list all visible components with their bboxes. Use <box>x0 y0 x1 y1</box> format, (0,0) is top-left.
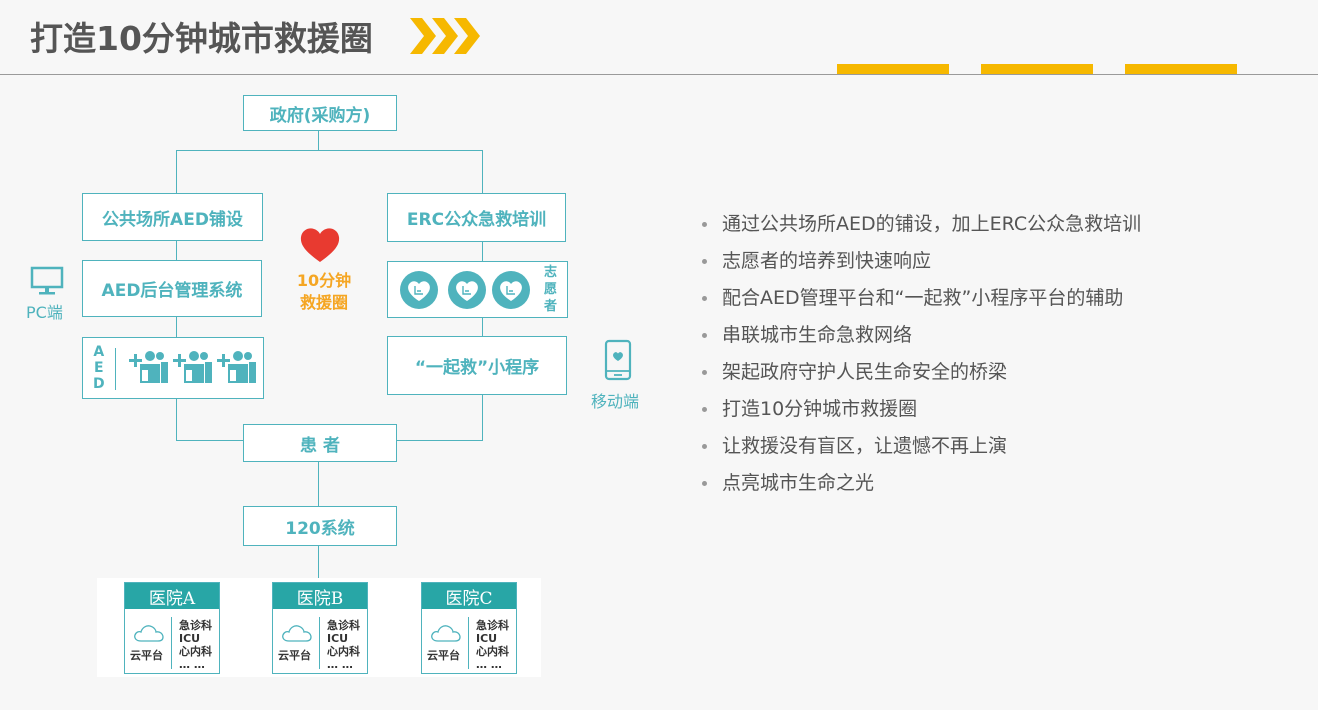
aed-letter: D <box>93 376 105 392</box>
monitor-icon <box>30 266 64 295</box>
connector-line <box>318 130 319 150</box>
aed-backend-box: AED后台管理系统 <box>82 260 262 317</box>
department-list: 急诊科 ICU 心内科 … … <box>327 619 360 671</box>
aed-deploy-box: 公共场所AED铺设 <box>82 193 263 241</box>
aed-letter: A <box>93 344 105 360</box>
accent-bar <box>981 64 1093 74</box>
connector-line <box>176 316 177 338</box>
patient-box: 患 者 <box>243 424 397 462</box>
hospital-card: 医院C 云平台 急诊科 ICU 心内科 … … <box>421 582 517 674</box>
volunteer-char: 愿 <box>544 282 558 297</box>
connector-line <box>482 394 483 441</box>
connector-line <box>482 150 483 194</box>
connector-line <box>176 240 177 261</box>
department-list: 急诊科 ICU 心内科 … … <box>476 619 509 671</box>
department-item: ICU <box>476 632 498 645</box>
government-box: 政府(采购方) <box>243 95 397 131</box>
connector-line <box>176 398 177 441</box>
hospital-card: 医院A 云平台 急诊科 ICU 心内科 … … <box>124 582 220 674</box>
heart-icon <box>300 228 340 262</box>
aed-letter: E <box>94 360 104 376</box>
pc-label: PC端 <box>26 303 63 322</box>
hospital-card: 医院B 云平台 急诊科 ICU 心内科 … … <box>272 582 368 674</box>
cloud-platform-label: 云平台 <box>130 649 163 662</box>
hospital-name: 医院C <box>422 583 516 609</box>
department-item: … … <box>179 658 205 671</box>
aed-devices-box: A E D <box>82 337 264 399</box>
accent-bar <box>1125 64 1237 74</box>
connector-line <box>176 440 244 441</box>
volunteer-vertical-label: 志 愿 者 <box>544 264 557 315</box>
connector-line <box>176 150 483 151</box>
mobile-phone-icon <box>604 339 632 381</box>
connector-line <box>176 150 177 194</box>
volunteer-box: 志 愿 者 <box>387 261 568 318</box>
department-item: 急诊科 <box>327 619 360 632</box>
department-item: 心内科 <box>476 645 509 658</box>
chevron-right-icon <box>410 18 480 54</box>
mobile-label: 移动端 <box>591 392 640 411</box>
bullet-item: 打造10分钟城市救援圈 <box>700 391 1141 428</box>
department-item: 急诊科 <box>179 619 212 632</box>
divider <box>171 617 172 669</box>
heart-hand-icon <box>400 271 438 309</box>
bullet-item: 让救援没有盲区，让遗憾不再上演 <box>700 428 1141 465</box>
center-label-line: 10分钟 <box>296 271 352 290</box>
connector-line <box>482 241 483 261</box>
aed-device-icon <box>173 351 212 383</box>
department-item: 心内科 <box>179 645 212 658</box>
center-label: 10分钟 救援圈 <box>282 270 366 314</box>
bullet-item: 通过公共场所AED的铺设，加上ERC公众急救培训 <box>700 206 1141 243</box>
heart-hand-icon <box>492 271 530 309</box>
page-title: 打造10分钟城市救援圈 <box>30 19 373 58</box>
connector-line <box>318 461 319 506</box>
erc-training-box: ERC公众急救培训 <box>387 193 566 242</box>
bullet-item: 串联城市生命急救网络 <box>700 317 1141 354</box>
department-list: 急诊科 ICU 心内科 … … <box>179 619 212 671</box>
department-item: 急诊科 <box>476 619 509 632</box>
connector-line <box>318 545 319 582</box>
bullet-item: 配合AED管理平台和“一起救”小程序平台的辅助 <box>700 280 1141 317</box>
header-divider <box>0 74 1318 75</box>
aed-device-icon <box>129 351 168 383</box>
department-item: ICU <box>327 632 349 645</box>
bullet-item: 志愿者的培养到快速响应 <box>700 243 1141 280</box>
accent-bar <box>837 64 949 74</box>
bullet-item: 架起政府守护人民生命安全的桥梁 <box>700 354 1141 391</box>
volunteer-char: 者 <box>544 299 558 314</box>
cloud-icon <box>282 625 312 642</box>
hospital-name: 医院A <box>125 583 219 609</box>
divider <box>468 617 469 669</box>
bullet-list: 通过公共场所AED的铺设，加上ERC公众急救培训 志愿者的培养到快速响应 配合A… <box>700 206 1141 502</box>
bullet-item: 点亮城市生命之光 <box>700 465 1141 502</box>
cloud-icon <box>134 625 164 642</box>
department-item: ICU <box>179 632 201 645</box>
connector-line <box>396 440 483 441</box>
center-label-line: 救援圈 <box>299 293 348 312</box>
hospital-name: 医院B <box>273 583 367 609</box>
department-item: … … <box>327 658 353 671</box>
aed-vertical-label: A E D <box>93 344 105 392</box>
divider <box>319 617 320 669</box>
divider <box>115 348 116 390</box>
mini-program-box: “一起救”小程序 <box>387 336 567 395</box>
cloud-platform-label: 云平台 <box>427 649 460 662</box>
connector-line <box>482 318 483 337</box>
system-120-box: 120系统 <box>243 506 397 546</box>
heart-hand-icon <box>448 271 486 309</box>
cloud-platform-label: 云平台 <box>278 649 311 662</box>
aed-device-icon <box>217 351 256 383</box>
department-item: 心内科 <box>327 645 360 658</box>
department-item: … … <box>476 658 502 671</box>
cloud-icon <box>431 625 461 642</box>
volunteer-char: 志 <box>544 265 558 280</box>
